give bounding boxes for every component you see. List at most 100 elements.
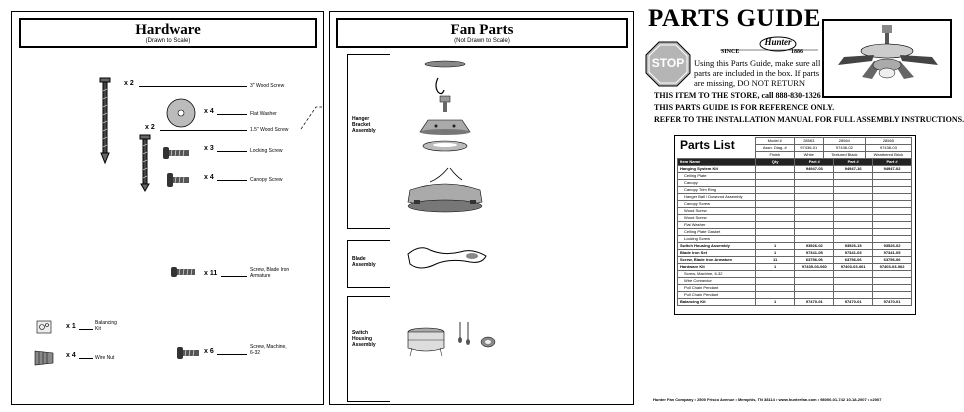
table-cell — [833, 193, 874, 201]
qty-machine-screw: x 6 — [204, 348, 214, 355]
table-row: Ceiling Plate — [677, 172, 912, 180]
qty-wood-screw-1-5in: x 2 — [145, 124, 155, 131]
table-cell: Screw, Machine, 6-32 — [677, 270, 756, 278]
column-header: Part # — [872, 158, 912, 166]
table-cell — [754, 235, 796, 243]
header-cell: Model # — [755, 137, 795, 145]
table-row: Locking Screw — [677, 235, 912, 243]
header-cell: 97436-03 — [864, 144, 913, 152]
leader-line — [160, 130, 247, 131]
table-cell: 97341-05 — [872, 249, 912, 257]
table-cell — [754, 200, 796, 208]
label-blade-iron-screw: Screw, Blade Iron Armature — [250, 267, 290, 279]
installation-note: REFER TO THE INSTALLATION MANUAL FOR FUL… — [654, 115, 964, 124]
label-machine-screw: Screw, Machine, 6-32 — [250, 344, 287, 356]
table-cell: Hanging System Kit — [677, 165, 756, 173]
canopy-icon — [419, 119, 471, 135]
table-cell — [833, 235, 874, 243]
table-cell: Wood Screw — [677, 207, 756, 215]
table-cell — [872, 284, 912, 292]
since-label: SINCE — [721, 49, 740, 55]
table-cell — [754, 277, 796, 285]
leader-line — [139, 86, 247, 87]
switch-housing-bracket — [347, 296, 390, 402]
column-header: Part # — [794, 158, 835, 166]
header-cell: 97436-01 — [793, 144, 824, 152]
header-cell: Assn. Diag. # — [755, 144, 795, 152]
hanger-ball-icon — [439, 95, 451, 112]
header-row-model: Model # 28563 28564 28565 — [755, 137, 913, 145]
table-cell — [872, 193, 912, 201]
table-cell: 97435-03-060 — [794, 263, 835, 271]
table-cell — [872, 291, 912, 299]
label-wire-nut: Wire Nut — [95, 355, 115, 361]
fan-image-box — [822, 19, 952, 98]
table-cell — [833, 291, 874, 299]
table-cell — [754, 214, 796, 222]
group-switch-housing: Switch Housing Assembly — [352, 330, 376, 348]
label-wood-screw-3in: 3" Wood Screw — [250, 83, 285, 89]
table-cell — [754, 165, 796, 173]
header-cell: 28565 — [864, 137, 913, 145]
table-cell: 97470-01 — [833, 298, 874, 306]
table-cell — [872, 228, 912, 236]
table-cell: 97341-03 — [833, 249, 874, 257]
label-balancing-kit: Balancing Kit — [95, 320, 117, 332]
table-cell — [754, 179, 796, 187]
canopy-screw-icon — [167, 173, 189, 187]
table-cell: 97341-05 — [794, 249, 835, 257]
table-cell — [872, 235, 912, 243]
switch-housing-icon — [407, 327, 445, 357]
table-cell — [794, 284, 835, 292]
intro-text: Using this Parts Guide, make sure all pa… — [694, 58, 821, 88]
table-cell — [794, 186, 835, 194]
blade-assembly-bracket — [347, 240, 390, 288]
blade-iron-screw-icon — [171, 267, 195, 277]
leader-line — [221, 276, 247, 277]
qty-balancing-kit: x 1 — [66, 323, 76, 330]
table-cell — [794, 291, 835, 299]
table-cell — [872, 172, 912, 180]
table-row: Canopy Screw — [677, 200, 912, 208]
ceiling-fan-icon — [838, 25, 938, 79]
wood-screw-3in-icon — [99, 77, 111, 165]
table-cell: 93526-02 — [794, 242, 835, 250]
table-cell — [833, 277, 874, 285]
hunter-logo-icon — [720, 36, 818, 52]
table-cell — [754, 270, 796, 278]
hunter-logo: Hunter — [720, 36, 818, 52]
group-blade-assembly: Blade Assembly — [352, 256, 376, 268]
table-cell — [754, 172, 796, 180]
table-cell: 63756-06 — [794, 256, 835, 264]
table-cell: 63756-06 — [872, 256, 912, 264]
column-header: Part # — [833, 158, 874, 166]
table-cell: Pull Chain Pendant — [677, 284, 756, 292]
table-cell — [833, 179, 874, 187]
table-cell — [872, 270, 912, 278]
intro-text-continued: THIS ITEM TO THE STORE, call 888-830-132… — [654, 91, 871, 100]
qty-wire-nut: x 4 — [66, 352, 76, 359]
hunter-logo-text: Hunter — [764, 37, 792, 47]
table-cell: Blade Iron Set — [677, 249, 756, 257]
flat-washer-icon — [166, 98, 196, 128]
hardware-header: Hardware (Drawn to Scale) — [19, 18, 317, 48]
header-row-assn: Assn. Diag. # 97436-01 97438-02 97436-03 — [755, 144, 913, 152]
table-cell — [833, 214, 874, 222]
reference-note: THIS PARTS GUIDE IS FOR REFERENCE ONLY. — [654, 103, 835, 112]
table-cell — [833, 186, 874, 194]
header-cell: 28564 — [822, 137, 866, 145]
table-cell — [833, 284, 874, 292]
table-cell: 93526-02 — [872, 242, 912, 250]
table-cell: 1 — [754, 298, 796, 306]
table-cell — [794, 200, 835, 208]
parts-guide-title: PARTS GUIDE — [648, 5, 821, 32]
table-cell — [794, 172, 835, 180]
table-cell: Canopy Trim Ring — [677, 186, 756, 194]
hardware-drawings — [34, 77, 322, 366]
table-cell — [754, 221, 796, 229]
ceiling-plate-icon — [424, 60, 466, 68]
qty-canopy-screw: x 4 — [204, 174, 214, 181]
table-cell: Canopy — [677, 179, 756, 187]
table-row: Wire Connector — [677, 277, 912, 285]
